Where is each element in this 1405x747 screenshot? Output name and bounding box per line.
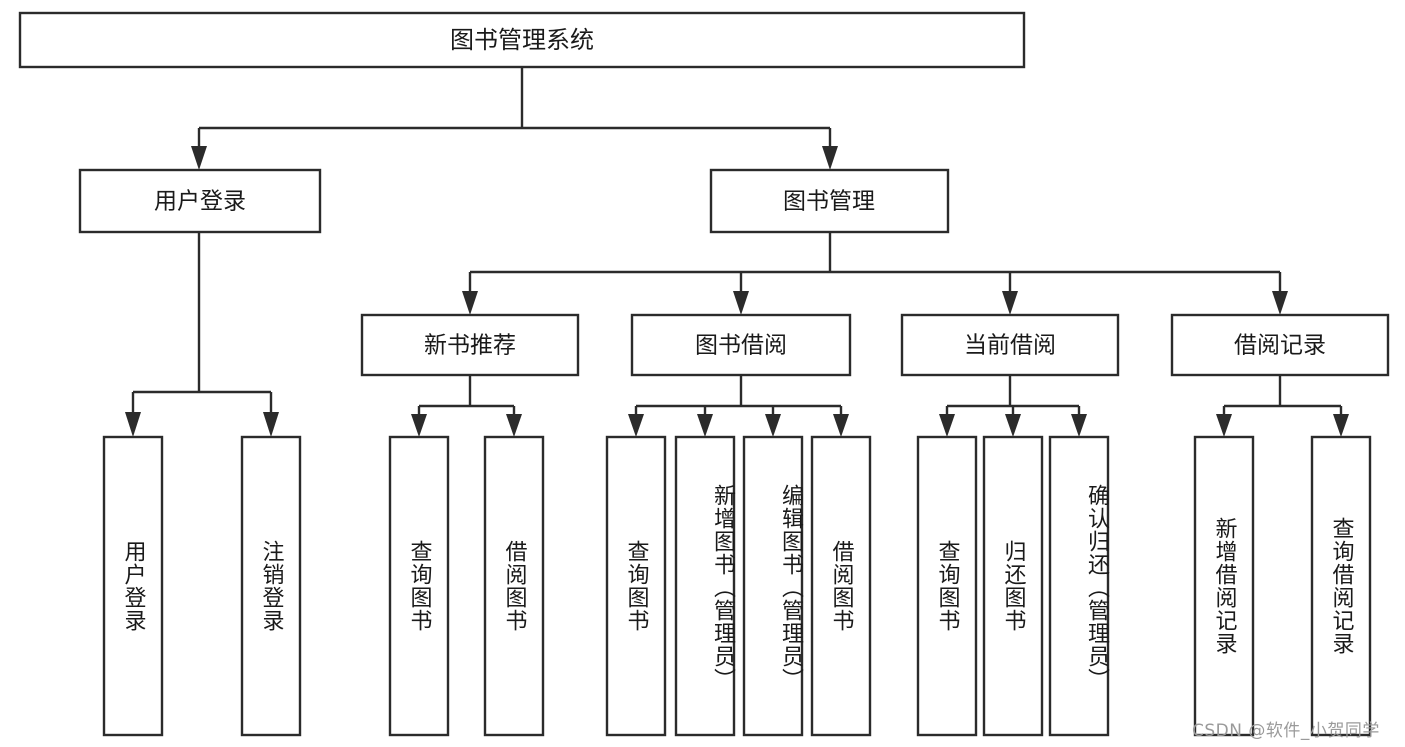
leaf-confirm-return-box[interactable] [1048, 435, 1110, 737]
leaf-user-logout-box[interactable] [240, 435, 302, 737]
arrow-head-icon [1005, 414, 1021, 437]
node-root-label: 图书管理系统 [450, 26, 594, 54]
arrow-head-icon [833, 414, 849, 437]
arrow-head-icon [939, 414, 955, 437]
arrow-head-icon [1002, 291, 1018, 315]
node-book-borrow[interactable]: 图书借阅 [630, 313, 852, 377]
node-root-box[interactable] [18, 11, 1026, 69]
arrow-head-icon [697, 414, 713, 437]
leaf-edit-book-box[interactable] [742, 435, 804, 737]
node-user-login[interactable]: 用户登录 [78, 168, 322, 234]
arrow-head-icon [822, 146, 838, 170]
leaf-query-book-3-box[interactable] [916, 435, 978, 737]
arrow-head-icon [1272, 291, 1288, 315]
arrow-head-icon [733, 291, 749, 315]
node-book-manage[interactable]: 图书管理 [709, 168, 950, 234]
node-book-borrow-label: 图书借阅 [695, 333, 787, 359]
leaf-query-record-box[interactable] [1310, 435, 1372, 737]
arrow-head-icon [628, 414, 644, 437]
arrow-head-icon [1071, 414, 1087, 437]
leaf-query-book-2-box[interactable] [605, 435, 667, 737]
node-borrow-record-label: 借阅记录 [1234, 333, 1326, 359]
arrow-head-icon [462, 291, 478, 315]
node-root[interactable]: 图书管理系统 [18, 11, 1026, 69]
node-new-book-recommend-label: 新书推荐 [424, 333, 516, 359]
node-borrow-record-box[interactable] [1170, 313, 1390, 377]
node-user-login-box[interactable] [78, 168, 322, 234]
connectors-newbook-to-leaves [411, 375, 522, 437]
node-book-borrow-box[interactable] [630, 313, 852, 377]
arrow-head-icon [191, 146, 207, 170]
node-current-borrow-label: 当前借阅 [964, 333, 1056, 359]
leaf-return-book-box[interactable] [982, 435, 1044, 737]
connectors-bookborrow-to-leaves [628, 375, 849, 437]
watermark-text: CSDN @软件_小贺同学 [1192, 721, 1380, 741]
leaf-borrow-book-2-box[interactable] [810, 435, 872, 737]
leaf-user-login-box[interactable] [102, 435, 164, 737]
node-borrow-record[interactable]: 借阅记录 [1170, 313, 1390, 377]
arrow-head-icon [1216, 414, 1232, 437]
connectors-userlogin-to-leaves [125, 232, 279, 437]
node-new-book-recommend-box[interactable] [360, 313, 580, 377]
connectors-currentborrow-to-leaves [939, 375, 1087, 437]
arrow-head-icon [765, 414, 781, 437]
leaf-borrow-book-1-box[interactable] [483, 435, 545, 737]
leaf-add-record-box[interactable] [1193, 435, 1255, 737]
leaf-boxes [102, 435, 1372, 737]
node-book-manage-label: 图书管理 [783, 189, 875, 215]
arrow-head-icon [506, 414, 522, 437]
connectors-borrowrecord-to-leaves [1216, 375, 1349, 437]
node-book-manage-box[interactable] [709, 168, 950, 234]
node-current-borrow[interactable]: 当前借阅 [900, 313, 1120, 377]
arrow-head-icon [411, 414, 427, 437]
node-current-borrow-box[interactable] [900, 313, 1120, 377]
arrow-head-icon [125, 412, 141, 437]
leaf-add-book-box[interactable] [674, 435, 736, 737]
leaf-query-book-1-box[interactable] [388, 435, 450, 737]
arrow-head-icon [263, 412, 279, 437]
node-user-login-label: 用户登录 [154, 189, 246, 215]
connectors-root-to-level2 [191, 67, 838, 170]
arrow-head-icon [1333, 414, 1349, 437]
node-new-book-recommend[interactable]: 新书推荐 [360, 313, 580, 377]
connectors-bookmanage-to-level3 [462, 232, 1288, 315]
